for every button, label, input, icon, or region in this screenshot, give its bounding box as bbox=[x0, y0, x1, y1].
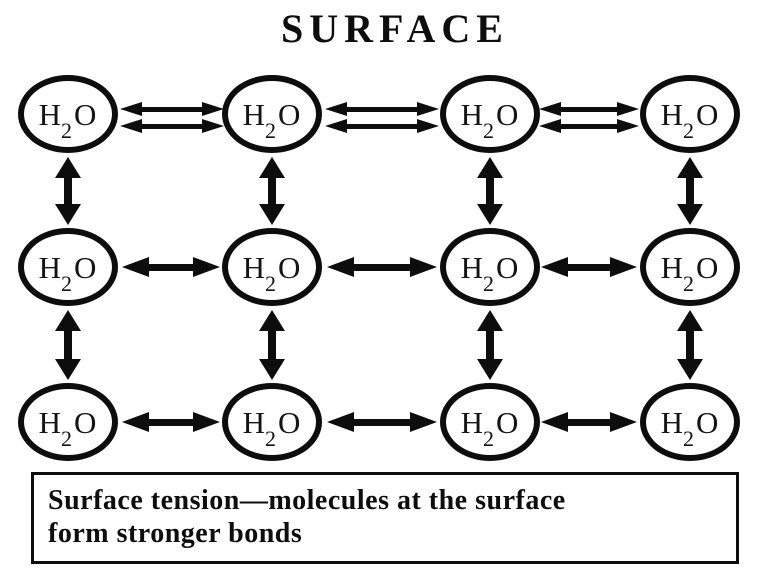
bond-arrow-vertical-icon bbox=[677, 310, 703, 380]
double-headed-arrow-icon bbox=[539, 102, 639, 116]
h2o-molecule-r2c4: H2O bbox=[640, 228, 740, 306]
bond-arrow-vertical-icon bbox=[477, 310, 503, 380]
h2o-label: H2O bbox=[660, 96, 720, 143]
bond-arrow-vertical-icon bbox=[259, 157, 285, 225]
double-headed-arrow-icon bbox=[120, 119, 224, 133]
strong-bond-double-arrow-icon bbox=[539, 102, 639, 133]
caption-line-2: form stronger bonds bbox=[48, 518, 303, 549]
h2o-molecule-r2c1: H2O bbox=[18, 228, 118, 306]
caption-box: Surface tension—molecules at the surface… bbox=[31, 472, 739, 564]
strong-bond-double-arrow-icon bbox=[120, 102, 224, 133]
h2o-molecule-r3c1: H2O bbox=[18, 383, 118, 461]
h2o-label: H2O bbox=[460, 96, 520, 143]
bond-arrow-horizontal-icon bbox=[327, 412, 437, 432]
strong-bond-double-arrow-icon bbox=[325, 102, 439, 133]
h2o-label: H2O bbox=[242, 96, 302, 143]
caption-line-1: Surface tension—molecules at the surface bbox=[48, 485, 566, 516]
bond-arrow-vertical-icon bbox=[259, 310, 285, 380]
h2o-molecule-r1c2: H2O bbox=[222, 75, 322, 153]
bond-arrow-horizontal-icon bbox=[122, 257, 220, 277]
h2o-label: H2O bbox=[460, 404, 520, 451]
h2o-molecule-r3c2: H2O bbox=[222, 383, 322, 461]
double-headed-arrow-icon bbox=[539, 119, 639, 133]
bond-arrow-horizontal-icon bbox=[541, 412, 637, 432]
double-headed-arrow-icon bbox=[325, 102, 439, 116]
double-headed-arrow-icon bbox=[120, 102, 224, 116]
h2o-molecule-r2c2: H2O bbox=[222, 228, 322, 306]
bond-arrow-horizontal-icon bbox=[541, 257, 637, 277]
bond-arrow-vertical-icon bbox=[477, 157, 503, 225]
h2o-molecule-r3c3: H2O bbox=[440, 383, 540, 461]
h2o-label: H2O bbox=[38, 249, 98, 296]
h2o-molecule-r3c4: H2O bbox=[640, 383, 740, 461]
h2o-label: H2O bbox=[660, 404, 720, 451]
h2o-molecule-r2c3: H2O bbox=[440, 228, 540, 306]
h2o-molecule-r1c3: H2O bbox=[440, 75, 540, 153]
h2o-label: H2O bbox=[38, 96, 98, 143]
h2o-label: H2O bbox=[242, 249, 302, 296]
bond-arrow-horizontal-icon bbox=[327, 257, 437, 277]
bond-arrow-vertical-icon bbox=[55, 157, 81, 225]
h2o-label: H2O bbox=[242, 404, 302, 451]
bond-arrow-horizontal-icon bbox=[122, 412, 220, 432]
bond-arrow-vertical-icon bbox=[677, 157, 703, 225]
h2o-label: H2O bbox=[660, 249, 720, 296]
h2o-molecule-r1c4: H2O bbox=[640, 75, 740, 153]
h2o-label: H2O bbox=[460, 249, 520, 296]
bond-arrow-vertical-icon bbox=[55, 310, 81, 380]
double-headed-arrow-icon bbox=[325, 119, 439, 133]
diagram-title: SURFACE bbox=[281, 6, 509, 51]
h2o-molecule-r1c1: H2O bbox=[18, 75, 118, 153]
h2o-label: H2O bbox=[38, 404, 98, 451]
